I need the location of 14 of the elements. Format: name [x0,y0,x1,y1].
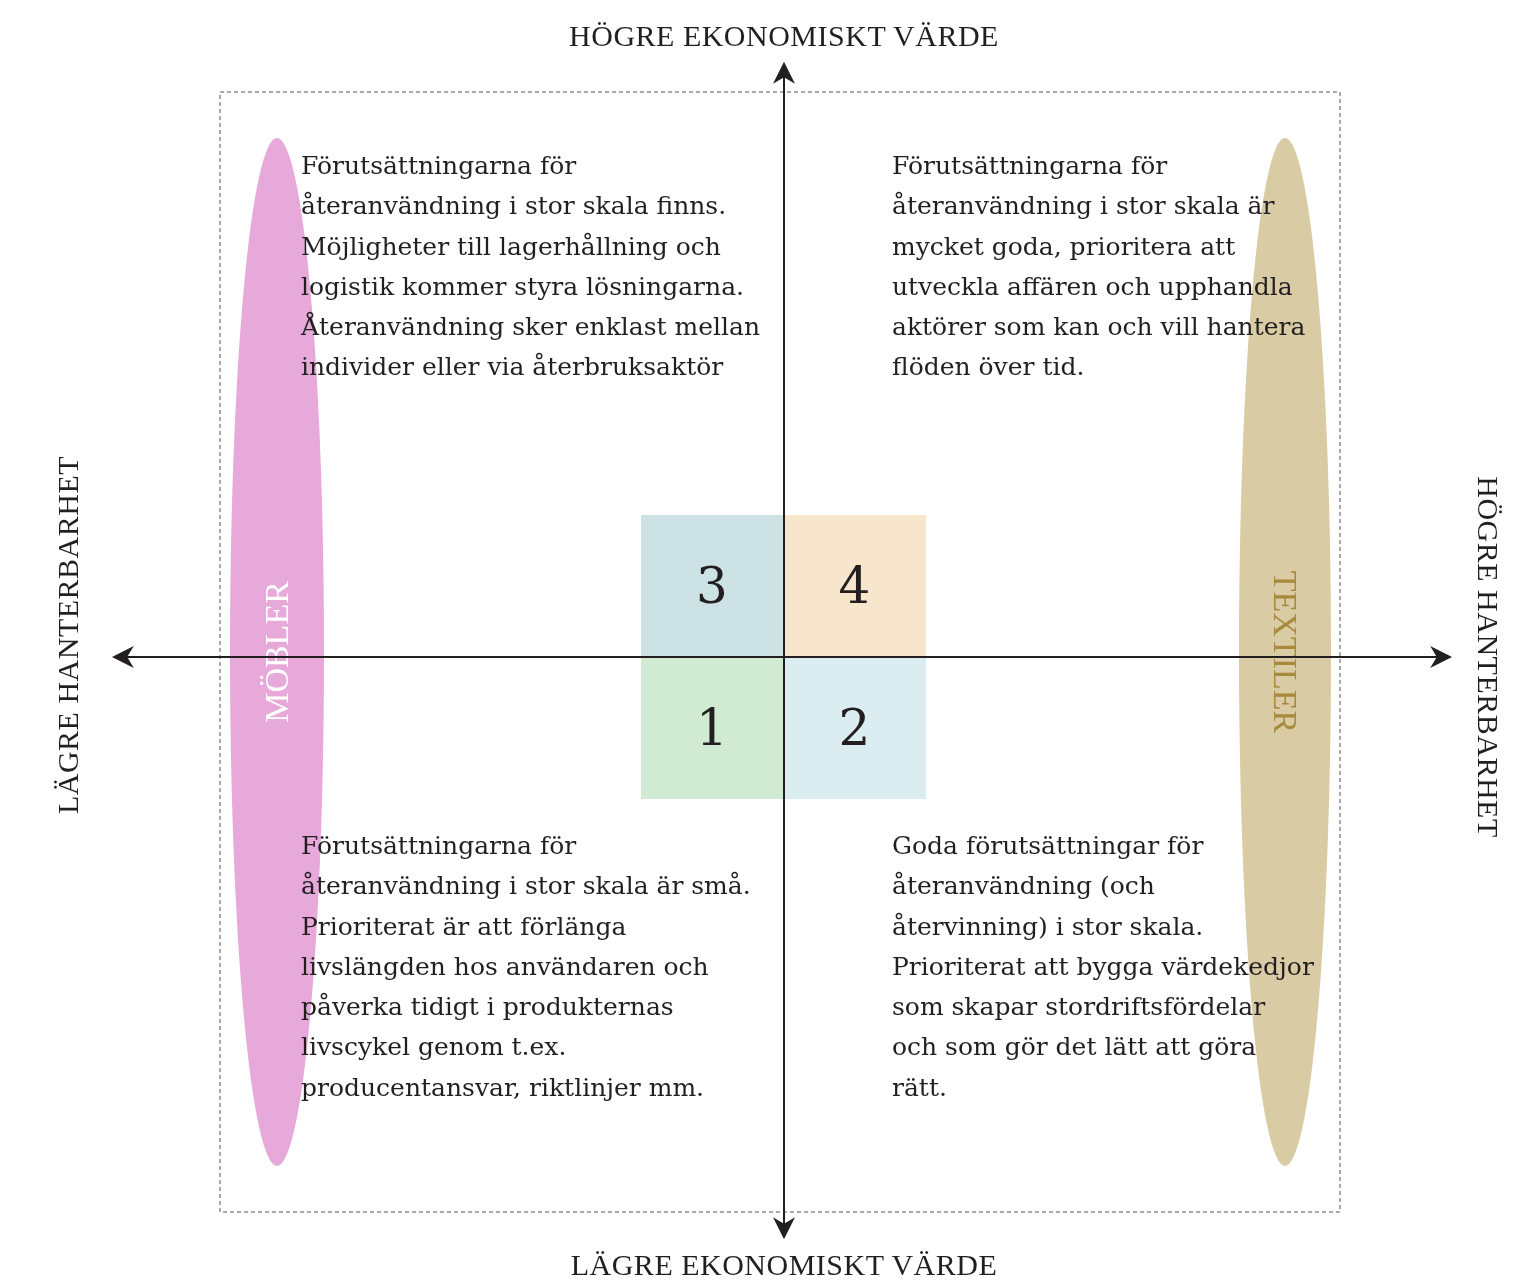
axis-label: LÄGRE EKONOMISKT VÄRDE [570,1248,998,1282]
quadrant-number-tile: 4 [783,515,926,657]
category-label: TEXTILER [1266,570,1304,734]
category-label: MÖBLER [258,581,296,723]
quadrant-description: Förutsättningarna för återanvändning i stor skala är mycket goda, prioritera att utveckla affären och upphandla aktörer som kan och vill hantera flöden över tid. [892,150,1307,384]
quadrant-number-tile: 2 [783,657,926,799]
axis-label: HÖGRE HANTERBARHET [1471,476,1505,838]
axis-label: LÄGRE HANTERBARHET [51,455,85,815]
quadrant-description: Förutsättningarna för återanvändning i stor skala är små. Prioriterat är att förlänga livslängden hos användaren och påverka tidigt i produkternas livscykel genom t.ex. producentansvar, riktlinjer mm. [301,830,752,1104]
quadrant-description: Förutsättningarna för återanvändning i stor skala finns. Möjligheter till lagerhållning och logistik kommer styra lösningarna. Återanvändning sker enklast mellan individer eller via återbruksaktör [301,150,762,384]
quadrant-number-tile: 3 [641,515,783,657]
quadrant-description: Goda förutsättningar för återanvändning (och återvinning) i stor skala. Prioriterat att bygga värdekedjor som skapar stordriftsfördelar och som gör det lätt att göra rätt. [892,830,1315,1104]
quadrant-number-tile: 1 [641,657,783,799]
axis-label: HÖGRE EKONOMISKT VÄRDE [569,19,999,53]
